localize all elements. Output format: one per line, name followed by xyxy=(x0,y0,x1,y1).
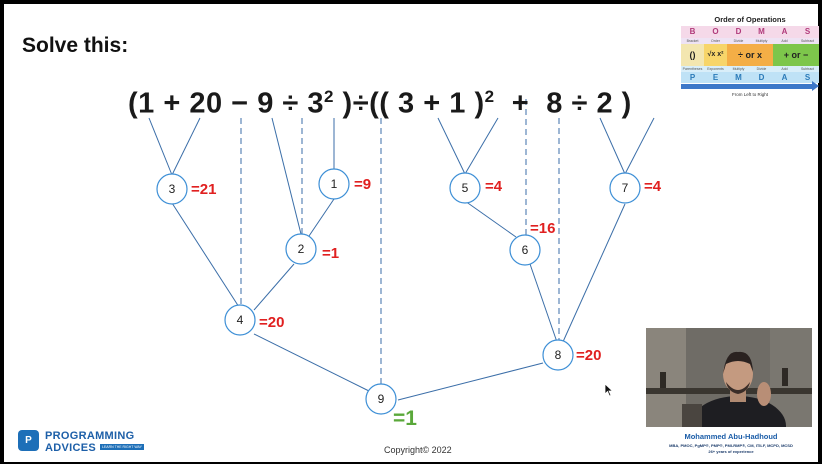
node-step: 7 xyxy=(622,181,629,195)
edge xyxy=(308,198,335,237)
logo-tagline: LEARN THE RIGHT WAY xyxy=(100,444,144,450)
copyright-text: Copyright© 2022 xyxy=(384,445,452,455)
result-label: =4 xyxy=(644,178,662,195)
presenter-name: Mohammed Abu-Hadhoud xyxy=(684,432,778,441)
result-label: =16 xyxy=(530,220,556,237)
logo-mark-icon: P xyxy=(18,430,39,451)
presenter-experience: 26+ years of experience xyxy=(708,449,754,454)
presenter-caption: Mohammed Abu-Hadhoud MBA, PMOC, PgMP®, P… xyxy=(644,432,818,454)
node-circle xyxy=(365,383,397,415)
brand-logo: P PROGRAMMING ADVICES LEARN THE RIGHT WA… xyxy=(18,428,148,456)
node-circle xyxy=(509,234,541,266)
node-step: 2 xyxy=(298,242,305,256)
node-step: 8 xyxy=(555,348,562,362)
math-expression: (1 + 20 − 9 ÷ 32 )÷(( 3 + 1 )2 + 8 ÷ 2 ) xyxy=(128,87,632,120)
node-step: 9 xyxy=(378,392,385,406)
edge xyxy=(561,203,626,345)
direction-arrow xyxy=(681,84,813,89)
result-label: =20 xyxy=(576,347,602,364)
result-label: =4 xyxy=(485,178,503,195)
addsub-cell: + or − xyxy=(773,44,819,66)
expression-tree: 3 1 2 4 5 6 7 8 9 xyxy=(148,99,655,415)
node-circle xyxy=(285,233,317,265)
presenter-image xyxy=(646,328,812,427)
bodmas-row: B O D M A S xyxy=(681,26,819,38)
order-cell: √x x² xyxy=(704,44,727,66)
edge xyxy=(464,200,517,238)
logo-line2: ADVICES xyxy=(45,442,96,454)
edge xyxy=(599,117,626,175)
direction-label: From Left to Right xyxy=(731,92,768,97)
node-step: 4 xyxy=(237,313,244,327)
symbol-row: () √x x² ÷ or x + or − xyxy=(681,44,819,66)
legend-title: Order of Operations xyxy=(714,15,786,24)
result-label: =21 xyxy=(191,181,217,198)
edge xyxy=(529,263,559,346)
presenter-credentials: MBA, PMOC, PgMP®, PMP®, PMI-RMP®, CM, IT… xyxy=(669,443,793,448)
edge xyxy=(253,263,295,311)
edge xyxy=(624,117,655,175)
order-of-operations-chart: Order of Operations B O D M A S Bracket … xyxy=(681,15,819,103)
node-step: 3 xyxy=(169,182,176,196)
edge xyxy=(437,117,466,175)
node-circle xyxy=(542,339,574,371)
bracket-cell: () xyxy=(681,44,704,66)
node-circle xyxy=(224,304,256,336)
node-circle xyxy=(449,172,481,204)
mouse-cursor-icon xyxy=(604,383,614,397)
result-label: =9 xyxy=(354,176,372,193)
logo-line1: PROGRAMMING xyxy=(45,430,135,442)
slide: 3 1 2 4 5 6 7 8 9 Solve this: (1 + 20 − … xyxy=(4,4,819,462)
edge xyxy=(171,202,240,308)
edge xyxy=(271,117,302,235)
edge xyxy=(253,333,370,392)
presenter-video xyxy=(646,328,812,427)
result-label: =1 xyxy=(322,245,340,262)
node-circle xyxy=(609,172,641,204)
pemdas-words-row: Parentheses Exponents Multiply Divide Ad… xyxy=(681,66,819,72)
bodmas-words-row: Bracket Order Divide Multiply Add Subtra… xyxy=(681,38,819,44)
node-step: 6 xyxy=(522,243,529,257)
slide-title: Solve this: xyxy=(22,34,129,57)
arrow-head-icon xyxy=(812,81,819,91)
pemdas-row: P E M D A S xyxy=(681,72,819,83)
node-step: 5 xyxy=(462,181,469,195)
edge xyxy=(397,362,544,401)
final-result-label: =1 xyxy=(393,407,417,430)
divmul-cell: ÷ or x xyxy=(727,44,773,66)
node-circle xyxy=(156,173,188,205)
edge xyxy=(148,117,173,176)
edge xyxy=(171,117,201,176)
edge xyxy=(464,117,499,175)
result-label: =20 xyxy=(259,314,285,331)
node-circle xyxy=(318,168,350,200)
node-step: 1 xyxy=(331,177,338,191)
